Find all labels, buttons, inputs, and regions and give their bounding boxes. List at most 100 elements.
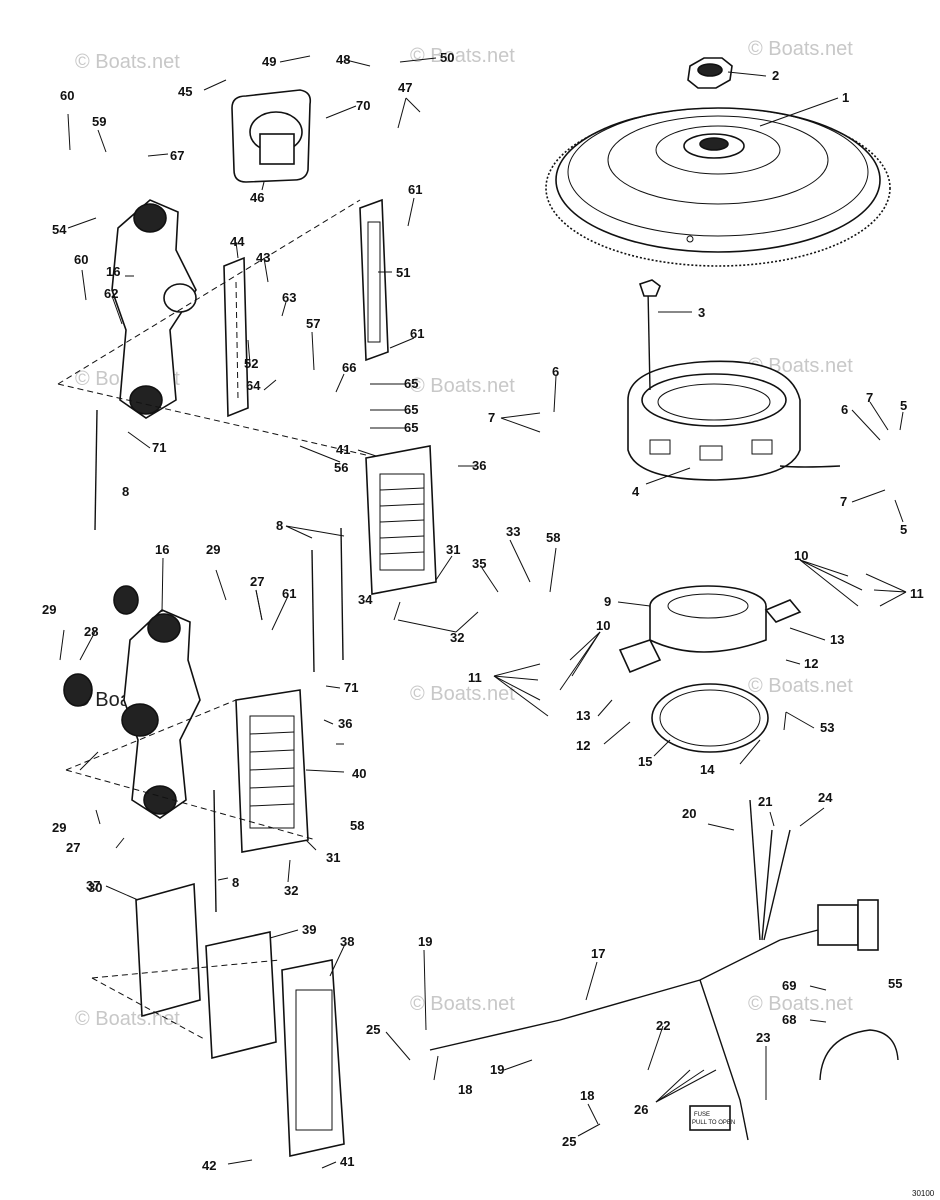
callout-11: 11: [910, 586, 924, 601]
callout-35: 35: [472, 556, 486, 571]
callout-31: 31: [446, 542, 460, 557]
callout-32: 32: [450, 630, 464, 645]
callout-68: 68: [782, 1012, 796, 1027]
callout-12: 12: [576, 738, 590, 753]
callout-2: 2: [772, 68, 779, 83]
callout-54: 54: [52, 222, 67, 237]
callout-60: 60: [60, 88, 74, 103]
callout-27: 27: [66, 840, 80, 855]
callout-71: 71: [344, 680, 358, 695]
callout-50: 50: [440, 50, 454, 65]
callout-39: 39: [302, 922, 316, 937]
gasket-plate: [205, 931, 277, 1060]
callout-10: 10: [794, 548, 808, 563]
watermark: © Boats.net: [410, 683, 515, 705]
callout-9: 9: [604, 594, 611, 609]
callout-61: 61: [282, 586, 296, 601]
callout-60: 60: [74, 252, 88, 267]
watermark: © Boats.net: [410, 45, 515, 67]
callout-69: 69: [782, 978, 796, 993]
watermark: © Boats.net: [410, 993, 515, 1015]
callout-42: 42: [202, 1158, 216, 1173]
callout-40: 40: [352, 766, 366, 781]
callout-19: 19: [418, 934, 432, 949]
callout-52: 52: [244, 356, 258, 371]
terminal-strip: [223, 256, 249, 418]
callout-18: 18: [580, 1088, 594, 1103]
callout-55: 55: [888, 976, 902, 991]
callout-25: 25: [366, 1022, 380, 1037]
mounting-bracket: [359, 198, 389, 362]
callout-23: 23: [756, 1030, 770, 1045]
callout-41: 41: [340, 1154, 354, 1169]
callout-12: 12: [804, 656, 818, 671]
callout-13: 13: [576, 708, 590, 723]
callout-4: 4: [632, 484, 640, 499]
callout-30: 30: [88, 880, 102, 895]
callout-8: 8: [232, 875, 239, 890]
callout-58: 58: [350, 818, 364, 833]
callout-10: 10: [596, 618, 610, 633]
callout-64: 64: [246, 378, 261, 393]
callout-70: 70: [356, 98, 370, 113]
watermark: © Boats.net: [75, 1008, 180, 1030]
callout-6: 6: [841, 402, 848, 417]
callout-3: 3: [698, 305, 705, 320]
callout-7: 7: [866, 390, 873, 405]
callout-53: 53: [820, 720, 834, 735]
wiring-harness: FUSE PULL TO OPEN: [429, 799, 879, 1141]
ground-lead: [94, 409, 344, 913]
callout-29: 29: [52, 820, 66, 835]
callout-46: 46: [250, 190, 264, 205]
callout-62: 62: [104, 286, 118, 301]
wire-clip: [819, 1029, 899, 1081]
callout-18: 18: [458, 1082, 472, 1097]
callout-8: 8: [122, 484, 129, 499]
callout-38: 38: [340, 934, 354, 949]
callout-65: 65: [404, 402, 418, 417]
callout-67: 67: [170, 148, 184, 163]
callout-47: 47: [398, 80, 412, 95]
flywheel-nut: [687, 57, 733, 89]
callout-16: 16: [106, 264, 120, 279]
callout-14: 14: [700, 762, 715, 777]
callout-49: 49: [262, 54, 276, 69]
callout-56: 56: [334, 460, 348, 475]
callout-27: 27: [250, 574, 264, 589]
callout-29: 29: [42, 602, 56, 617]
callout-65: 65: [404, 420, 418, 435]
callout-36: 36: [472, 458, 486, 473]
assembly-lines: [57, 199, 367, 1041]
callout-59: 59: [92, 114, 106, 129]
callout-41: 41: [336, 442, 350, 457]
callout-63: 63: [282, 290, 296, 305]
diagram-code: 30100: [912, 1189, 935, 1198]
callout-7: 7: [840, 494, 847, 509]
callout-8: 8: [276, 518, 283, 533]
pack-cover: [281, 959, 345, 1157]
callout-31: 31: [326, 850, 340, 865]
watermark: © Boats.net: [410, 375, 515, 397]
callout-51: 51: [396, 265, 410, 280]
coil-bracket-upper: [111, 199, 197, 419]
callout-61: 61: [410, 326, 424, 341]
callout-57: 57: [306, 316, 320, 331]
callout-5: 5: [900, 522, 907, 537]
callout-20: 20: [682, 806, 696, 821]
callout-48: 48: [336, 52, 350, 67]
callout-13: 13: [830, 632, 844, 647]
mounting-plate: [135, 882, 201, 1018]
callout-26: 26: [634, 1102, 648, 1117]
stator: [627, 360, 841, 481]
callout-19: 19: [490, 1062, 504, 1077]
callout-25: 25: [562, 1134, 576, 1149]
callout-58: 58: [546, 530, 560, 545]
stator-screw: [638, 279, 661, 391]
callout-29: 29: [206, 542, 220, 557]
fuse-label: FUSE: [694, 1112, 710, 1118]
callout-28: 28: [84, 624, 98, 639]
callout-5: 5: [900, 398, 907, 413]
callout-7: 7: [488, 410, 495, 425]
callout-24: 24: [818, 790, 833, 805]
callout-37: 37: [86, 878, 100, 893]
